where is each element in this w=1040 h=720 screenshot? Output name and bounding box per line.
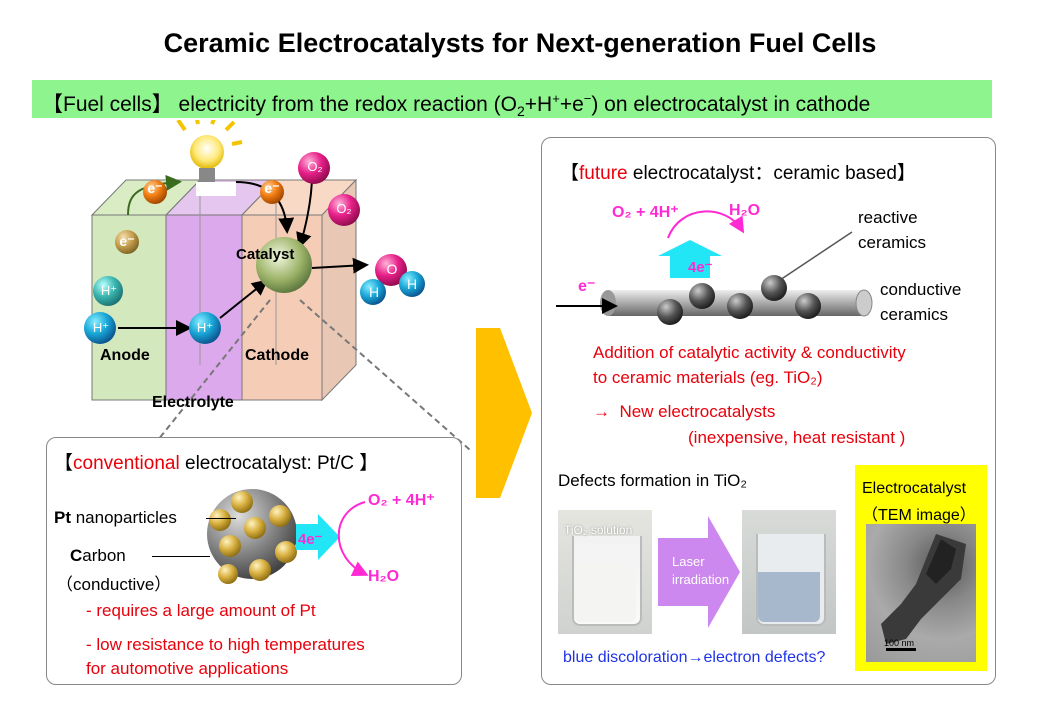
proton-label-1: H⁺ [96,283,122,299]
carbon-bold: C [70,546,82,565]
future-product: H₂O [729,202,760,220]
page-title: Ceramic Electrocatalysts for Next-genera… [0,28,1040,59]
future-e-minus: e⁻ [578,276,595,296]
future-reactant: O₂ + 4H⁺ [612,202,679,222]
conv-reactant: O₂ + 4H⁺ [368,490,435,510]
addition-line-1: Addition of catalytic activity & conduct… [593,343,906,363]
laser-label: Laser [672,554,705,569]
reactive-label-2: ceramics [858,233,926,253]
fuel-cell-diagram [0,120,520,450]
conductive-label-2: ceramics [880,305,948,325]
conv-rest: electrocatalyst: Pt/C 】 [180,453,379,474]
cathode-label: Cathode [245,347,309,365]
banner-sup-1: + [552,91,560,106]
defects-heading: Defects formation in TiO₂ [558,471,747,491]
ceramic-rod-diagram [556,196,876,326]
conventional-heading: 【conventional electrocatalyst: Pt/C 】 [54,448,378,475]
banner-text-3: +e [560,93,584,116]
water-h-label-2: H [404,276,420,292]
pt-pointer [206,518,236,519]
conv-electrons: 4e⁻ [298,530,323,548]
blue-discoloration-note: blue discoloration→electron defects? [563,649,825,667]
reactive-label: reactive [858,208,918,228]
tio2-solution-photo: TiO₂ solution [558,510,652,634]
tem-scale: 100 nm [884,638,914,648]
addition-line-2: to ceramic materials (eg. TiO₂) [593,368,823,388]
conv-bullet-2b: for automotive applications [86,659,288,679]
conv-highlight: conventional [73,453,180,474]
banner-text-4: ) on electrocatalyst in cathode [591,93,870,116]
proton-label-3: H⁺ [192,320,218,336]
carbon-note: （conductive） [56,570,171,595]
new-electrocatalysts: → New electrocatalysts [593,402,775,422]
anode-label: Anode [100,347,150,365]
carbon-pointer [152,556,210,557]
conv-bullet-1: - requires a large amount of Pt [86,601,316,621]
oxygen-label-1: O₂ [302,159,328,174]
electron-label-3: e⁻ [117,233,137,250]
tem-label-1: Electrocatalyst [862,480,966,498]
new-electrocatalysts-text: New electrocatalysts [619,402,775,421]
banner-text-2: +H [525,93,552,116]
future-electrons: 4e⁻ [688,258,713,276]
conv-product: H₂O [368,568,399,586]
future-rest: electrocatalyst：ceramic based】 [628,163,916,184]
pt-rest: nanoparticles [71,508,177,527]
electrolyte-label: Electrolyte [152,394,234,412]
conv-bullet-2a: - low resistance to high temperatures [86,635,365,655]
pt-bold: Pt [54,508,71,527]
fuel-cell-banner: 【Fuel cells】 electricity from the redox … [32,80,992,118]
blue-solution-photo [742,510,836,634]
irradiation-label: irradiation [672,572,729,587]
carbon-rest: arbon [82,546,125,565]
banner-sub: 2 [517,103,525,119]
transition-arrow-icon [470,328,536,498]
water-o-label: O [384,261,400,277]
oxygen-label-2: O₂ [331,201,357,216]
carbon-label: Carbon [70,546,126,566]
conductive-label: conductive [880,280,961,300]
new-electrocatalysts-note: (inexpensive, heat resistant ) [688,428,905,448]
conv-bracket: 【 [54,453,73,474]
future-heading: 【future electrocatalyst：ceramic based】 [560,158,916,185]
electron-label-2: e⁻ [262,180,282,197]
proton-label-2: H⁺ [88,320,114,336]
pt-label: Pt nanoparticles [54,508,177,528]
arrow-glyph: → [593,402,610,421]
banner-text-1: 【Fuel cells】 electricity from the redox … [42,93,517,116]
electron-label-1: e⁻ [145,180,165,197]
water-h-label-1: H [366,284,382,300]
tem-image: 100 nm [866,524,976,662]
tem-label-2: （TEM image） [862,501,976,525]
future-bracket: 【 [560,163,579,184]
future-highlight: future [579,163,628,184]
solution-label: TiO₂ solution [564,523,632,537]
catalyst-label: Catalyst [236,246,294,263]
